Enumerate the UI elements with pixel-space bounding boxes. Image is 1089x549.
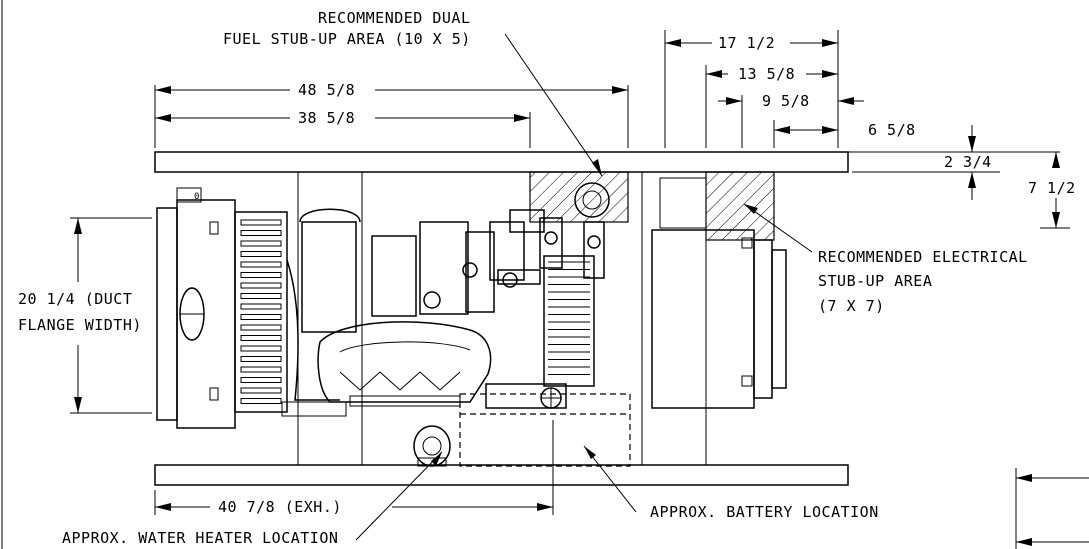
dim-6-5-8: 6 5/8 (868, 121, 916, 139)
alternator-fins (485, 255, 595, 409)
electrical-label-line3: (7 X 7) (818, 297, 885, 315)
electrical-label-line1: RECOMMENDED ELECTRICAL (818, 248, 1028, 266)
dual-fuel-label-line1: RECOMMENDED DUAL (318, 9, 471, 27)
generator-end (651, 229, 787, 409)
dim-9-5-8: 9 5/8 (762, 92, 810, 110)
radiator-tag: 0 (194, 192, 200, 202)
dual-fuel-stub-up-area (529, 171, 629, 223)
engine-grille (234, 211, 347, 417)
dim-38-5-8: 38 5/8 (298, 109, 355, 127)
dim-17-1-2: 17 1/2 (718, 34, 775, 52)
base-frame (154, 151, 849, 486)
battery-location (459, 393, 631, 467)
duct-flange-label-line2: FLANGE WIDTH) (18, 316, 142, 334)
dim-13-5-8: 13 5/8 (738, 65, 795, 83)
dim-7-1-2: 7 1/2 (1028, 179, 1076, 197)
electrical-label-line2: STUB-UP AREA (818, 272, 932, 290)
exhaust-dim-label: 40 7/8 (EXH.) (218, 498, 342, 516)
radiator (156, 187, 236, 429)
water-heater (413, 425, 451, 467)
leader-lines (355, 33, 813, 541)
duct-flange-label-line1: 20 1/4 (DUCT (18, 290, 132, 308)
electrical-stub-up-area (659, 171, 775, 241)
engine (299, 208, 545, 407)
dim-48-5-8: 48 5/8 (298, 81, 355, 99)
water-heater-label: APPROX. WATER HEATER LOCATION (62, 529, 338, 547)
dim-2-3-4: 2 3/4 (944, 153, 992, 171)
battery-label: APPROX. BATTERY LOCATION (650, 503, 879, 521)
dual-fuel-label-line2: FUEL STUB-UP AREA (10 X 5) (223, 30, 471, 48)
